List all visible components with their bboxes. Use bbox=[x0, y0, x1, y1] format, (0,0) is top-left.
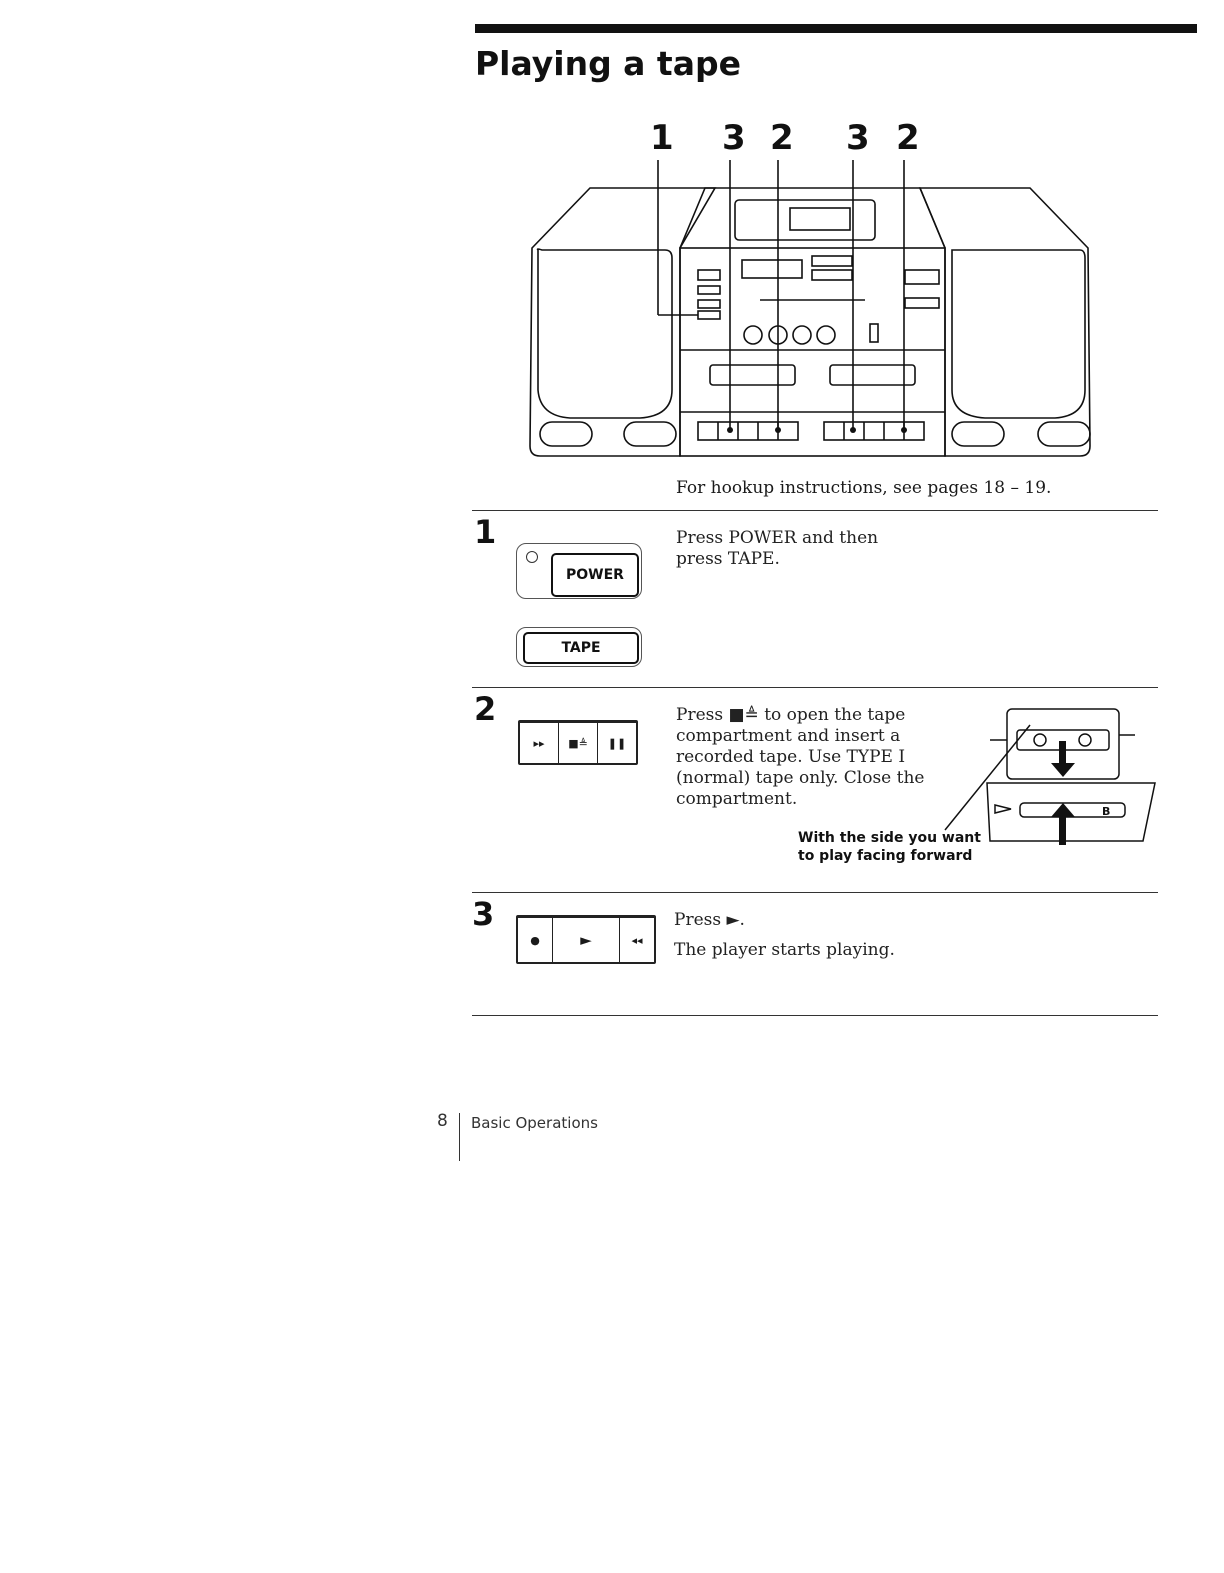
footer-divider bbox=[459, 1113, 460, 1161]
cassette-insertion-illustration: B bbox=[944, 708, 1156, 845]
note-line: With the side you want bbox=[798, 830, 981, 846]
power-indicator-icon bbox=[526, 551, 538, 563]
divider bbox=[472, 892, 1158, 893]
callout-number: 1 bbox=[650, 118, 674, 158]
divider bbox=[472, 510, 1158, 511]
step-3-number: 3 bbox=[472, 895, 495, 933]
step-1-number: 1 bbox=[474, 513, 497, 551]
step-2-number: 2 bbox=[474, 690, 497, 728]
power-button[interactable]: POWER bbox=[551, 553, 639, 597]
rewind-key[interactable]: ◂◂ bbox=[631, 933, 643, 947]
callout-number: 2 bbox=[770, 118, 794, 158]
divider bbox=[472, 687, 1158, 688]
pause-key[interactable]: ❚❚ bbox=[607, 736, 627, 750]
note-line: to play facing forward bbox=[798, 848, 973, 864]
fast-forward-key[interactable]: ▸▸ bbox=[520, 723, 559, 763]
cassette-side-label: B bbox=[1102, 805, 1110, 818]
tape-button-panel: TAPE bbox=[516, 627, 642, 667]
cassette-orientation-note: With the side you want to play facing fo… bbox=[798, 829, 981, 865]
callout-number: 2 bbox=[896, 118, 920, 158]
step-2-text: Press ■≜ to open the tape compartment an… bbox=[676, 705, 925, 809]
divider bbox=[472, 1015, 1158, 1016]
section-name: Basic Operations bbox=[471, 1114, 598, 1132]
play-key[interactable]: ► bbox=[553, 918, 620, 962]
step-1-text: Press POWER and then press TAPE. bbox=[676, 528, 879, 569]
header-rule bbox=[475, 24, 1197, 33]
tape-button[interactable]: TAPE bbox=[523, 632, 639, 664]
step-3-text: Press ►. bbox=[674, 910, 745, 930]
figure-caption: For hookup instructions, see pages 18 – … bbox=[676, 478, 1052, 498]
callout-number: 3 bbox=[846, 118, 870, 158]
play-transport-keys: ● ► ◂◂ bbox=[516, 915, 656, 964]
page-number: 8 bbox=[437, 1111, 448, 1131]
callout-number: 3 bbox=[722, 118, 746, 158]
stop-eject-key[interactable]: ■≜ bbox=[559, 723, 598, 763]
step-3-subtext: The player starts playing. bbox=[674, 940, 895, 960]
power-button-panel: POWER bbox=[516, 543, 642, 599]
record-key[interactable]: ● bbox=[518, 918, 553, 962]
page-title: Playing a tape bbox=[475, 44, 741, 83]
boombox-illustration bbox=[529, 160, 1091, 457]
tape-transport-keys: ▸▸ ■≜ ❚❚ bbox=[518, 720, 638, 765]
